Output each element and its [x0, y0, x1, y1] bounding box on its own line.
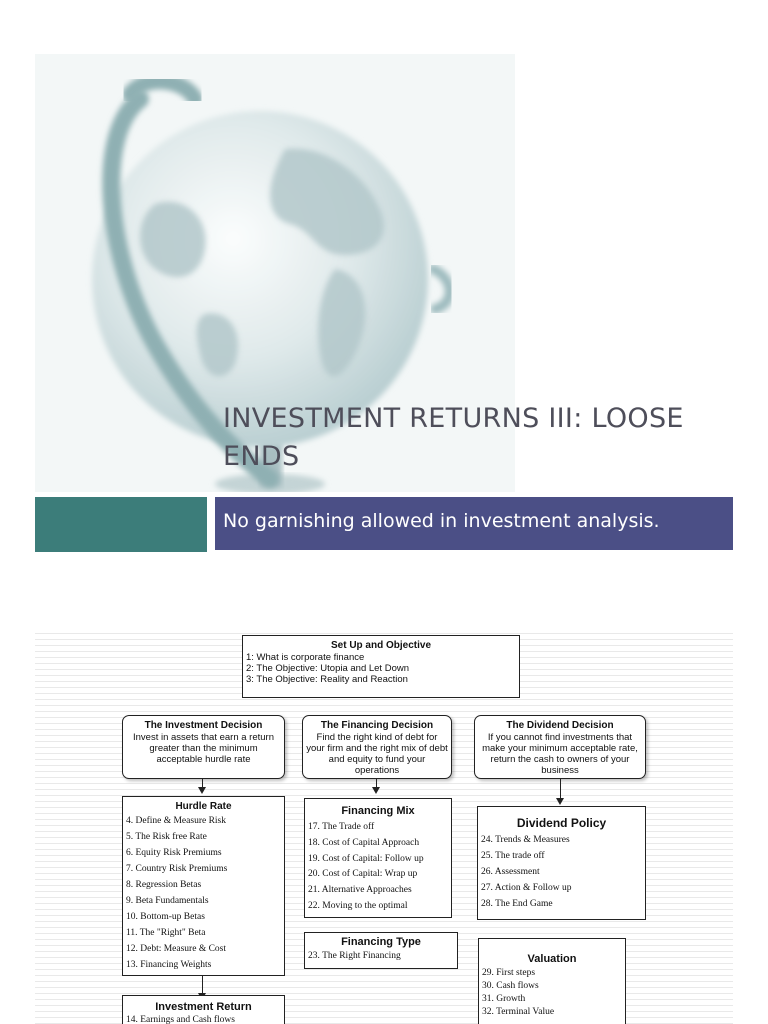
- investment-return-list: 14. Earnings and Cash flows: [123, 1014, 284, 1024]
- valuation-list: 29. First steps 30. Cash flows 31. Growt…: [479, 967, 625, 1019]
- investment-return-title: Investment Return: [155, 1001, 252, 1013]
- financing-mix-title: Financing Mix: [341, 805, 415, 817]
- investment-decision-title: The Investment Decision: [144, 720, 263, 731]
- list-item: 9. Beta Fundamentals: [126, 896, 209, 906]
- list-item: 23. The Right Financing: [308, 951, 401, 961]
- financing-type-title: Financing Type: [341, 936, 421, 948]
- list-item: 31. Growth: [482, 994, 526, 1004]
- slide-subtitle: No garnishing allowed in investment anal…: [223, 510, 660, 532]
- list-item: 30. Cash flows: [482, 981, 539, 991]
- valuation-title: Valuation: [527, 953, 577, 965]
- list-item: 11. The "Right" Beta: [126, 928, 206, 938]
- valuation-box: Valuation 29. First steps 30. Cash flows…: [478, 938, 626, 1024]
- dividend-decision-title: The Dividend Decision: [506, 720, 614, 731]
- investment-decision-desc: Invest in assets that earn a return grea…: [133, 732, 274, 765]
- list-item: 17. The Trade off: [308, 822, 375, 832]
- list-item: 14. Earnings and Cash flows: [126, 1015, 235, 1024]
- title-slide: INVESTMENT RETURNS III: LOOSE ENDS No ga…: [35, 54, 733, 552]
- financing-mix-box: Financing Mix 17. The Trade off 18. Cost…: [304, 798, 452, 918]
- list-item: 10. Bottom-up Betas: [126, 912, 205, 922]
- list-item: 29. First steps: [482, 968, 536, 978]
- hurdle-rate-box: Hurdle Rate 4. Define & Measure Risk 5. …: [122, 796, 285, 976]
- globe-icon: [92, 73, 455, 492]
- setup-objective-title: Set Up and Objective: [330, 640, 432, 651]
- list-item: 28. The End Game: [481, 899, 553, 909]
- financing-type-list: 23. The Right Financing: [305, 949, 457, 963]
- dividend-policy-title: Dividend Policy: [516, 816, 607, 830]
- financing-type-box: Financing Type 23. The Right Financing: [304, 932, 458, 969]
- dividend-decision-box: The Dividend Decision If you cannot find…: [474, 715, 646, 779]
- financing-decision-desc: Find the right kind of debt for your fir…: [306, 732, 448, 776]
- setup-objective-box: Set Up and Objective 1: What is corporat…: [242, 635, 520, 698]
- hurdle-rate-list: 4. Define & Measure Risk 5. The Risk fre…: [123, 813, 284, 973]
- list-item: 3: The Objective: Reality and Reaction: [246, 674, 408, 686]
- list-item: 19. Cost of Capital: Follow up: [308, 853, 424, 864]
- list-item: 6. Equity Risk Premiums: [126, 848, 222, 858]
- slide-title: INVESTMENT RETURNS III: LOOSE ENDS: [223, 403, 684, 472]
- list-item: 25. The trade off: [481, 851, 545, 861]
- financing-mix-list: 17. The Trade off 18. Cost of Capital Ap…: [305, 820, 451, 915]
- list-item: 32. Terminal Value: [482, 1007, 555, 1017]
- roadmap-slide: Set Up and Objective 1: What is corporat…: [35, 628, 733, 1024]
- list-item: 12. Debt: Measure & Cost: [126, 944, 227, 954]
- financing-decision-title: The Financing Decision: [320, 720, 434, 731]
- subtitle-bar: No garnishing allowed in investment anal…: [215, 497, 733, 550]
- list-item: 5. The Risk free Rate: [126, 832, 207, 842]
- list-item: 18. Cost of Capital Approach: [308, 837, 420, 848]
- dividend-policy-list: 24. Trends & Measures 25. The trade off …: [478, 832, 645, 912]
- list-item: 26. Assessment: [481, 867, 540, 877]
- list-item: 7. Country Risk Premiums: [126, 864, 228, 874]
- list-item: 2: The Objective: Utopia and Let Down: [246, 663, 410, 675]
- arrow-investment-return: [198, 976, 206, 1000]
- arrow-investment: [198, 779, 206, 794]
- list-item: 8. Regression Betas: [126, 880, 202, 890]
- hurdle-rate-title: Hurdle Rate: [175, 801, 232, 812]
- dividend-policy-box: Dividend Policy 24. Trends & Measures 25…: [477, 806, 646, 920]
- list-item: 24. Trends & Measures: [481, 835, 570, 845]
- investment-return-box: Investment Return 14. Earnings and Cash …: [122, 995, 285, 1024]
- list-item: 22. Moving to the optimal: [308, 900, 408, 911]
- list-item: 13. Financing Weights: [126, 960, 212, 970]
- arrow-financing: [372, 779, 380, 794]
- list-item: 21. Alternative Approaches: [308, 885, 412, 896]
- list-item: 1: What is corporate finance: [246, 652, 365, 663]
- dividend-decision-desc: If you cannot find investments that make…: [482, 732, 638, 776]
- financing-decision-box: The Financing Decision Find the right ki…: [302, 715, 452, 779]
- list-item: 20. Cost of Capital: Wrap up: [308, 869, 418, 880]
- list-item: 27. Action & Follow up: [481, 883, 572, 893]
- setup-objective-list: 1: What is corporate finance 2: The Obje…: [243, 652, 519, 686]
- accent-block: [35, 497, 207, 552]
- arrow-dividend: [556, 779, 564, 805]
- investment-decision-box: The Investment Decision Invest in assets…: [122, 715, 285, 779]
- list-item: 4. Define & Measure Risk: [126, 816, 226, 826]
